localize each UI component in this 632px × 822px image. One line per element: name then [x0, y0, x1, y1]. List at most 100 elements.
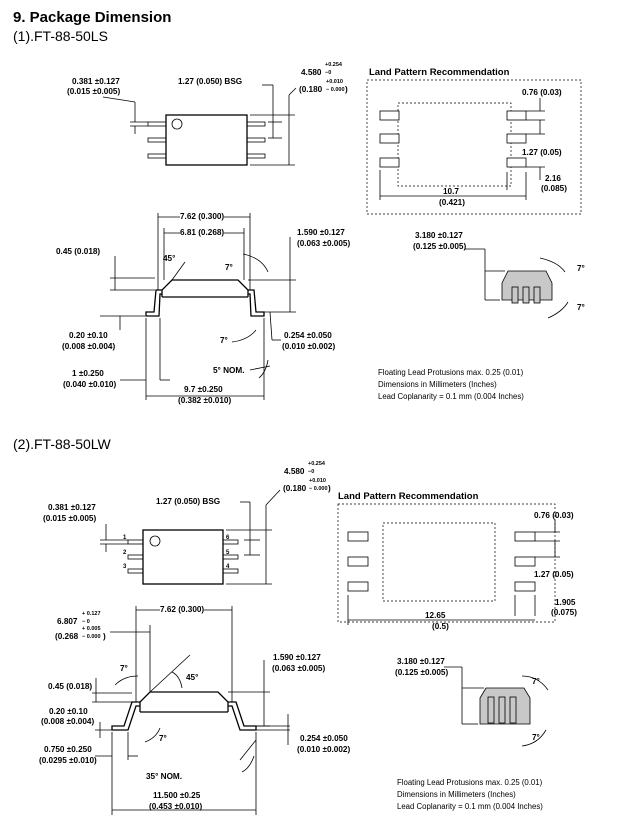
- pkg2-body-len-in-close: ): [328, 484, 331, 493]
- pkg2-side-angle-2: 7°: [532, 733, 540, 742]
- pkg2-foot: 0.750 ±0.250: [44, 745, 92, 754]
- pkg1-height-in: (0.063 ±0.005): [297, 239, 351, 248]
- pkg1-lead-thk-up: 0.45 (0.018): [56, 247, 101, 256]
- pkg1-angle-7b: 7°: [220, 336, 228, 345]
- pkg2-land-pad-len-in: (0.075): [551, 608, 577, 617]
- pkg2-side-view: [92, 606, 290, 815]
- pkg1-land-pitch: 1.27 (0.05): [522, 148, 562, 157]
- pkg2-body-len-in-tol-up: +0.010: [309, 478, 326, 484]
- pkg2-pitch: 1.27 (0.050) BSG: [156, 497, 221, 506]
- pkg1-land-title: Land Pattern Recommendation: [369, 67, 510, 78]
- pkg1-lead-width: 0.381 ±0.127: [72, 77, 120, 86]
- pkg1-top-view: [102, 84, 297, 166]
- pkg2-note-1: Floating Lead Protusions max. 0.25 (0.01…: [397, 778, 543, 787]
- pkg1-row-span: 7.62 (0.300): [180, 212, 225, 222]
- pkg1-body-width: 6.81 (0.268): [180, 228, 225, 238]
- pkg2-body-width-in-tol-up: + 0.005: [82, 626, 101, 632]
- pkg2-land-pitch: 1.27 (0.05): [534, 570, 574, 579]
- pkg2-pin-6: 6: [226, 535, 230, 541]
- pkg2-body-width-in: (0.268: [55, 632, 79, 641]
- pkg1-end-view: [465, 248, 569, 319]
- pkg2-pin-2: 2: [123, 550, 127, 556]
- pkg2-angle-7b: 7°: [159, 734, 167, 743]
- pkg2-note-3: Lead Coplanarity = 0.1 mm (0.004 Inches): [397, 802, 543, 811]
- pkg1-body-len-in-tol-dn: − 0.000: [326, 87, 345, 93]
- pkg2-side-len-in: (0.125 ±0.005): [395, 668, 449, 677]
- pkg2-side-len: 3.180 ±0.127: [397, 657, 445, 666]
- pkg2-lead-thk-in: (0.010 ±0.002): [297, 745, 351, 754]
- pkg1-side-view: [100, 213, 296, 400]
- pkg2-land-title: Land Pattern Recommendation: [338, 491, 479, 502]
- pkg1-land-pad-len-in: (0.085): [541, 184, 567, 193]
- pkg2-body-width-tol-dn: − 0: [82, 619, 90, 625]
- pkg1-lead-thk-in: (0.010 ±0.002): [282, 342, 336, 351]
- pkg2-lead-thk: 0.254 ±0.050: [300, 734, 348, 743]
- pkg2-lead-width-in: (0.015 ±0.005): [43, 514, 97, 523]
- pkg1-land-span-in: (0.421): [439, 198, 465, 207]
- pkg2-overall: 11.500 ±0.25: [153, 791, 201, 800]
- pkg2-pin-3: 3: [123, 564, 127, 570]
- pkg2-body-width-tol-up: + 0.127: [82, 611, 101, 617]
- pkg2-angle-7a: 7°: [120, 664, 128, 673]
- pkg2-body-len: 4.580: [284, 467, 305, 476]
- pkg2-end-view: [444, 666, 549, 747]
- pkg2-nom-angle: 35° NOM.: [146, 772, 183, 781]
- pkg1-body-len-tol-up: +0.254: [325, 62, 342, 68]
- pkg1-overall: 9.7 ±0.250: [184, 385, 223, 394]
- pkg1-side-len-in: (0.125 ±0.005): [413, 242, 467, 251]
- pkg1-nom-angle: 5° NOM.: [213, 366, 245, 375]
- pkg1-standoff-in: (0.008 ±0.004): [62, 342, 116, 351]
- pkg2-land-pad-width: 0.76 (0.03): [534, 511, 574, 520]
- pkg2-overall-in: (0.453 ±0.010): [149, 802, 203, 811]
- pkg2-standoff: 0.20 ±0.10: [49, 707, 88, 716]
- pkg2-angle-45: 45°: [186, 673, 199, 682]
- pkg2-body-width-in-tol-dn: − 0.000: [82, 634, 101, 640]
- pkg2-pin-5: 5: [226, 550, 230, 556]
- pkg2-standoff-in: (0.008 ±0.004): [41, 717, 95, 726]
- pkg1-body-len-in-close: ): [345, 85, 348, 94]
- pkg2-pin-4: 4: [226, 564, 230, 570]
- pkg1-land-pad-width: 0.76 (0.03): [522, 88, 562, 97]
- pkg1-body-len-in: (0.180: [299, 85, 323, 94]
- pkg1-pitch: 1.27 (0.050) BSG: [178, 77, 243, 86]
- pkg1-title: (1).FT-88-50LS: [13, 28, 108, 44]
- pkg1-body-len-in-tol-up: +0.010: [326, 79, 343, 85]
- pkg2-side-angle-1: 7°: [532, 677, 540, 686]
- pkg1-body-len-tol-dn: −0: [325, 70, 332, 76]
- pkg2-land-pattern: [337, 503, 560, 625]
- pkg1-height: 1.590 ±0.127: [297, 228, 345, 237]
- pkg2-body-width: 6.807: [57, 617, 78, 626]
- pkg2-foot-in: (0.0295 ±0.010): [39, 756, 97, 765]
- pkg1-foot-in: (0.040 ±0.010): [63, 380, 117, 389]
- pkg1-land-span: 10.7: [443, 187, 459, 196]
- pkg1-note-2: Dimensions in Millimeters (Inches): [378, 380, 497, 389]
- pkg1-side-angle-2: 7°: [577, 303, 585, 312]
- pkg2-lead-thk-up: 0.45 (0.018): [48, 682, 93, 691]
- pkg1-land-pad-len: 2.16: [545, 174, 561, 183]
- pkg2-height: 1.590 ±0.127: [273, 653, 321, 662]
- pkg2-body-len-tol-up: +0.254: [308, 461, 325, 467]
- pkg1-note-3: Lead Coplanarity = 0.1 mm (0.004 Inches): [378, 392, 524, 401]
- pkg1-standoff: 0.20 ±0.10: [69, 331, 108, 340]
- pkg2-top-view: [100, 489, 281, 585]
- section-title: 9. Package Dimension: [13, 9, 172, 26]
- pkg2-body-len-tol-dn: −0: [308, 469, 315, 475]
- pkg1-overall-in: (0.382 ±0.010): [178, 396, 232, 405]
- pkg2-note-2: Dimensions in Millimeters (Inches): [397, 790, 516, 799]
- pkg1-foot: 1 ±0.250: [72, 369, 104, 378]
- pkg1-lead-thk: 0.254 ±0.050: [284, 331, 332, 340]
- pkg1-angle-45: 45°: [163, 254, 176, 263]
- pkg1-lead-width-in: (0.015 ±0.005): [67, 87, 121, 96]
- pkg1-side-len: 3.180 ±0.127: [415, 231, 463, 240]
- pkg1-angle-7a: 7°: [225, 263, 233, 272]
- pkg2-body-len-in-tol-dn: − 0.000: [309, 486, 328, 492]
- pkg2-body-len-in: (0.180: [283, 484, 307, 493]
- pkg1-land-pattern: [366, 79, 582, 215]
- pkg2-pin-1: 1: [123, 535, 127, 541]
- pkg2-land-span: 12.65: [425, 611, 446, 620]
- pkg2-body-width-in-close: ): [103, 632, 106, 641]
- pkg2-lead-width: 0.381 ±0.127: [48, 503, 96, 512]
- pkg2-height-in: (0.063 ±0.005): [272, 664, 326, 673]
- pkg2-row-span: 7.62 (0.300): [160, 605, 205, 615]
